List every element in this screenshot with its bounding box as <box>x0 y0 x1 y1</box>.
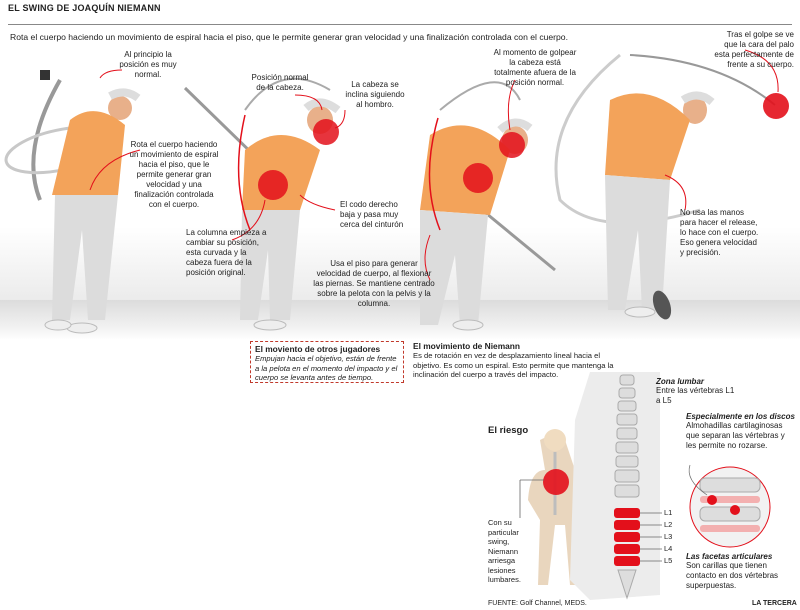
spine-column <box>614 374 662 600</box>
other-players-text: Empujan hacia el objetivo, están de fren… <box>255 354 398 382</box>
vertebra-l5: L5 <box>664 556 673 565</box>
label-floor-speed: Usa el piso para generar velocidad de cu… <box>313 259 435 308</box>
disc-detail <box>688 464 771 548</box>
brand-logo: LA TERCERA <box>752 600 797 607</box>
vertebra-l3: L3 <box>664 532 673 541</box>
golfer-2 <box>183 77 341 331</box>
facets-text: Son carillas que tienen contacto en dos … <box>686 561 779 590</box>
leader-lines <box>89 49 779 281</box>
title-divider <box>8 24 792 25</box>
label-club-face: Tras el golpe se ve que la cara del palo… <box>714 30 794 69</box>
risk-heading: El riesgo <box>488 425 529 436</box>
label-head-impact: Al momento de golpear la cabeza está tot… <box>493 48 577 87</box>
vertebra-l2: L2 <box>664 520 673 529</box>
other-players-box: El moviento de otros jugadores Empujan h… <box>250 341 404 383</box>
niemann-movement: El movimiento de Niemann Es de rotación … <box>413 341 623 380</box>
label-head-tilt: La cabeza se inclina siguiendo al hombro… <box>345 80 405 109</box>
facets-heading: Las facetas articulares <box>686 552 773 561</box>
vertebra-l4: L4 <box>664 544 673 553</box>
other-players-heading: El moviento de otros jugadores <box>255 344 381 354</box>
label-head-normal: Posición normal de la cabeza. <box>251 73 309 92</box>
vertebra-l1: L1 <box>664 508 673 517</box>
lumbar-heading: Zona lumbar <box>656 377 705 386</box>
label-initial-position: Al principio la posición es muy normal. <box>119 50 177 79</box>
discs-note: Especialmente en los discos Almohadillas… <box>686 412 796 451</box>
golfer-3 <box>420 81 556 331</box>
page-title: EL SWING DE JOAQUÍN NIEMANN <box>8 3 161 13</box>
risk-text: Con su particular swing, Niemann arriesg… <box>488 518 521 584</box>
movement-text: Es de rotación en vez de desplazamiento … <box>413 351 614 379</box>
label-release: No usa las manos para hacer el release, … <box>680 208 759 257</box>
golfer-1 <box>4 70 141 334</box>
source-note: FUENTE: Golf Channel, MEDS. <box>488 600 587 607</box>
discs-heading: Especialmente en los discos <box>686 412 795 421</box>
movement-heading: El movimiento de Niemann <box>413 341 521 351</box>
lumbar-zone: Zona lumbar Entre las vértebras L1 a L5 <box>656 377 736 406</box>
label-body-rotation: Rota el cuerpo haciendo un movimiento de… <box>129 140 219 209</box>
lumbar-text: Entre las vértebras L1 a L5 <box>656 386 735 405</box>
discs-text: Almohadillas cartilaginosas que separan … <box>686 421 785 450</box>
subtitle: Rota el cuerpo haciendo un movimiento de… <box>10 32 568 42</box>
facets-note: Las facetas articulares Son carillas que… <box>686 552 796 591</box>
label-elbow: El codo derecho baja y pasa muy cerca de… <box>340 200 404 229</box>
label-spine-change: La columna empieza a cambiar su posición… <box>186 228 267 277</box>
golfer-4 <box>554 53 789 320</box>
